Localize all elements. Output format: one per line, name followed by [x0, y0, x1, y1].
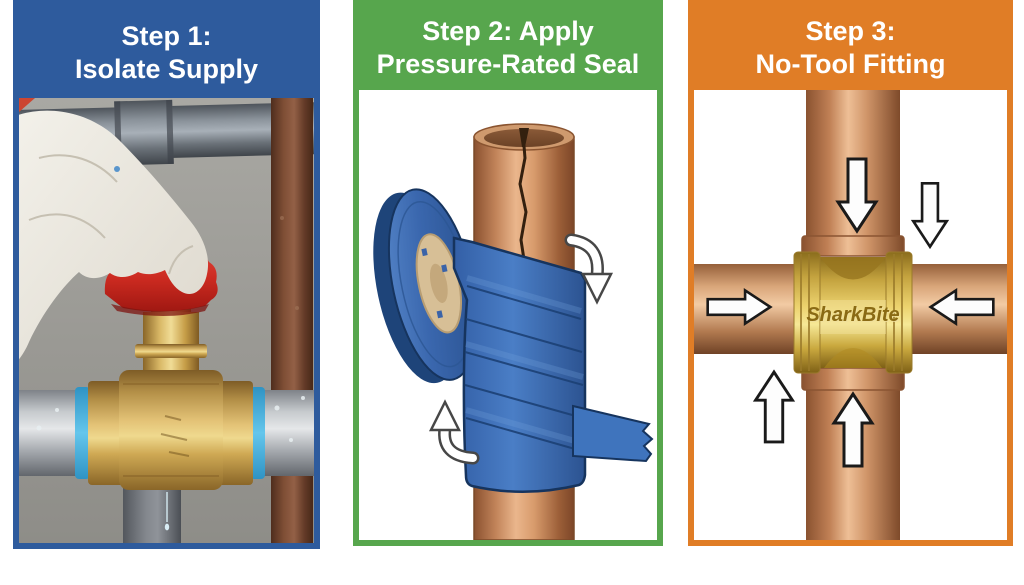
brass-gate-valve: [119, 294, 223, 490]
push-right-arrow-icon: [706, 288, 773, 326]
step-2-title-line-2: Pressure-Rated Seal: [376, 49, 640, 79]
push-down-arrow-icon: [835, 157, 879, 234]
step-3-header: Step 3: No-Tool Fitting: [694, 6, 1007, 90]
wrap-direction-up-arrow-icon: [428, 399, 480, 465]
pipe-end-top: [801, 235, 905, 257]
step-2-header: Step 2: Apply Pressure-Rated Seal: [359, 6, 657, 90]
work-glove: [19, 110, 208, 360]
galvanized-pipe-left: [19, 390, 77, 476]
fitting-brand-label-highlight: SharkBite: [807, 305, 900, 327]
step-1-panel: Step 1: Isolate Supply: [13, 0, 320, 549]
tape-loose-end: [572, 404, 654, 463]
step-3-illustration-area: SharkBite SharkBite: [694, 90, 1007, 540]
copper-riser-pipe: [271, 98, 313, 543]
water-drip: [164, 492, 170, 531]
step-1-header: Step 1: Isolate Supply: [19, 6, 314, 98]
step-1-title-line-2: Isolate Supply: [74, 54, 259, 84]
compression-nut-left: [88, 381, 124, 485]
fitting-brand-label: SharkBite: [806, 304, 899, 326]
step-3-title-line-2: No-Tool Fitting: [755, 49, 946, 79]
push-fit-fitting-illustration: SharkBite SharkBite: [694, 90, 1007, 540]
step-3-panel: Step 3: No-Tool Fitting: [688, 0, 1013, 546]
push-up-arrow-left-icon: [752, 369, 796, 444]
step-1-photo-area: [19, 98, 314, 543]
push-left-arrow-icon: [928, 288, 995, 326]
wrap-direction-down-arrow-icon: [564, 233, 614, 305]
seal-tape-illustration: [373, 123, 654, 540]
isolate-supply-photo: [19, 98, 314, 543]
step-1-title-line-1: Step 1:: [121, 21, 212, 51]
push-down-arrow-right-icon: [910, 182, 950, 250]
tape-wrap: [452, 236, 587, 493]
compression-nut-right: [217, 381, 253, 485]
galvanized-pipe-right: [263, 390, 314, 476]
seal-ring-left: [75, 387, 90, 479]
push-fit-cross-fitting: SharkBite SharkBite: [793, 251, 913, 374]
step-2-illustration-area: [359, 90, 657, 540]
step-3-title-line-1: Step 3:: [805, 16, 896, 46]
photo-corner-detail: [19, 98, 35, 112]
step-2-panel: Step 2: Apply Pressure-Rated Seal: [353, 0, 663, 546]
push-up-arrow-center-icon: [831, 391, 875, 468]
seal-ring-right: [250, 387, 265, 479]
step-2-title-line-1: Step 2: Apply: [422, 16, 594, 46]
